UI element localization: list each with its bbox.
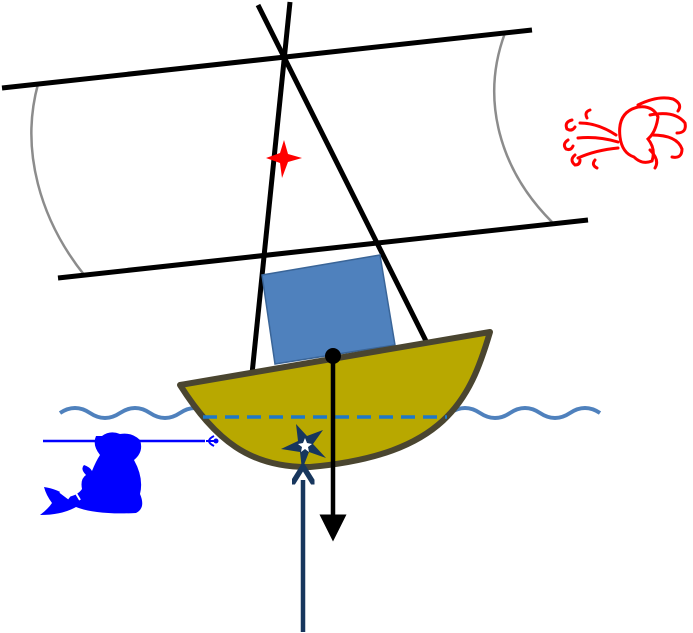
sail-left-edge <box>30 83 86 277</box>
center-of-effort-star-icon <box>266 140 302 178</box>
water-surface-left <box>58 406 212 420</box>
water-surface-right <box>448 406 602 420</box>
neptune-icon <box>40 432 219 515</box>
center-of-gravity-dot <box>325 348 341 364</box>
wind-god-icon <box>562 96 687 170</box>
cabin <box>261 254 396 365</box>
stay <box>255 3 431 347</box>
lower-yard <box>57 217 589 281</box>
small-white-star-icon <box>298 438 312 452</box>
mast <box>249 1 293 375</box>
sail-right-edge <box>493 32 553 223</box>
upper-yard <box>1 27 533 91</box>
